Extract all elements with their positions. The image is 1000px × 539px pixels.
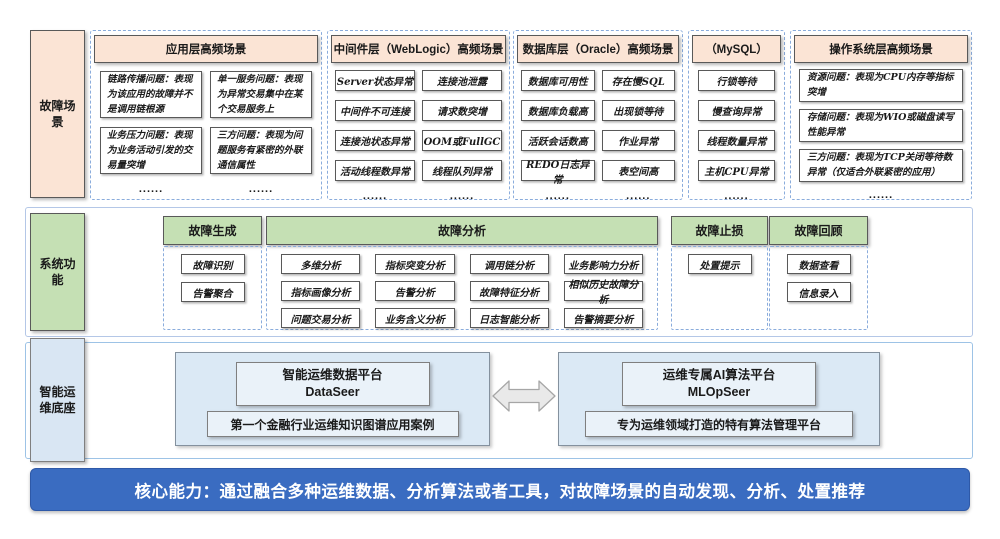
- ellipsis-text: ......: [362, 190, 388, 202]
- scenario-item: OOM或FullGC: [422, 130, 502, 151]
- platform-name: DataSeer: [305, 385, 360, 399]
- group-fault-review: 故障回顾 数据查看 信息录入: [769, 216, 868, 330]
- ellipsis-text: ......: [724, 190, 749, 202]
- scenario-item: 中间件不可连接: [335, 100, 415, 121]
- column-header-os-layer: 操作系统层高频场景: [794, 35, 968, 63]
- column-database-mysql: （MySQL） 行锁等待 慢查询异常 线程数量异常 主机CPU异常 ......: [688, 30, 785, 202]
- scenario-item: 线程队列异常: [422, 160, 502, 181]
- scenario-item: 存在慢SQL: [601, 70, 675, 91]
- function-item: 数据查看: [786, 254, 851, 274]
- scenario-item: 资源问题：表现为CPU内存等指标突增: [799, 69, 963, 102]
- scenario-item: 存储问题：表现为WIO或磁盘读写性能异常: [799, 109, 963, 142]
- scenario-item: 三方问题：表现为问题服务有紧密的外联通信属性: [210, 127, 312, 174]
- group-body: 故障识别 告警聚合: [163, 246, 262, 330]
- function-item: 业务影响力分析: [563, 254, 643, 274]
- column-middleware-items: Server状态异常 连接池泄露 中间件不可连接 请求数突增 连接池状态异常 O…: [328, 63, 509, 202]
- scenario-item: 活跃会话数高: [521, 130, 595, 151]
- scenario-item: 作业异常: [601, 130, 675, 151]
- group-body: 处置提示: [671, 246, 768, 330]
- double-arrow-icon: [492, 380, 556, 412]
- scenario-item: 连接池状态异常: [335, 130, 415, 151]
- scenario-item: 连接池泄露: [422, 70, 502, 91]
- scenario-item: 单一服务问题：表现为异常交易集中在某个交易服务上: [210, 71, 312, 118]
- platform-name: MLOpSeer: [687, 385, 751, 399]
- scenario-item: 慢查询异常: [698, 100, 775, 121]
- scenario-item: 请求数突增: [422, 100, 502, 121]
- group-header: 故障生成: [163, 216, 262, 245]
- scenario-item: 链路传播问题：表现为该应用的故障并不是调用链根源: [100, 71, 202, 118]
- scenario-item: 行锁等待: [698, 70, 775, 91]
- platform-subtitle: 第一个金融行业运维知识图谱应用案例: [206, 411, 459, 437]
- platform-mlopseer: 运维专属AI算法平台 MLOpSeer 专为运维领域打造的特有算法管理平台: [558, 352, 880, 446]
- function-item: 业务含义分析: [375, 308, 455, 328]
- function-item: 告警分析: [375, 281, 455, 301]
- column-header-app-layer: 应用层高频场景: [94, 35, 318, 63]
- ellipsis-text: ......: [868, 189, 894, 201]
- function-item: 故障识别: [180, 254, 245, 274]
- column-header-mysql: （MySQL）: [692, 35, 781, 63]
- platform-subtitle: 专为运维领域打造的特有算法管理平台: [585, 411, 853, 437]
- function-item: 故障特征分析: [469, 281, 549, 301]
- scenario-item: 线程数量异常: [698, 130, 775, 151]
- column-middleware-weblogic: 中间件层（WebLogic）高频场景 Server状态异常 连接池泄露 中间件不…: [327, 30, 510, 202]
- scenario-item: REDO日志异常: [521, 160, 595, 186]
- column-oracle-items: 数据库可用性 存在慢SQL 数据库负载高 出现锁等待 活跃会话数高 作业异常 R…: [514, 63, 682, 202]
- column-mysql-items: 行锁等待 慢查询异常 线程数量异常 主机CPU异常 ......: [689, 63, 784, 202]
- scenario-item: 主机CPU异常: [698, 160, 775, 181]
- band-label-platform-base: 智能运维底座: [30, 338, 85, 462]
- function-item: 信息录入: [786, 282, 851, 302]
- band-label-system-functions: 系统功能: [30, 213, 85, 331]
- group-fault-generation: 故障生成 故障识别 告警聚合: [163, 216, 262, 330]
- scenario-item: 数据库负载高: [521, 100, 595, 121]
- band-label-text: 故障场景: [39, 98, 76, 129]
- ellipsis-text: ......: [626, 190, 651, 202]
- platform-title: 运维专属AI算法平台: [662, 367, 776, 382]
- group-header: 故障分析: [266, 216, 658, 245]
- group-header: 故障止损: [671, 216, 768, 245]
- function-item: 调用链分析: [469, 254, 549, 274]
- function-item: 指标突变分析: [375, 254, 455, 274]
- ellipsis-text: ......: [545, 190, 570, 202]
- band-label-text: 系统功能: [39, 256, 76, 287]
- scenario-item: 表空间高: [601, 160, 675, 181]
- column-database-oracle: 数据库层（Oracle）高频场景 数据库可用性 存在慢SQL 数据库负载高 出现…: [513, 30, 683, 202]
- group-header: 故障回顾: [769, 216, 868, 245]
- platform-dataseer: 智能运维数据平台 DataSeer 第一个金融行业运维知识图谱应用案例: [175, 352, 490, 446]
- function-item: 告警聚合: [180, 282, 245, 302]
- function-item: 多维分析: [281, 254, 361, 274]
- function-item: 相似历史故障分析: [563, 280, 643, 306]
- scenario-item: 出现锁等待: [601, 100, 675, 121]
- scenario-item: 三方问题：表现为TCP关闭等待数异常（仅适合外联紧密的应用）: [799, 149, 963, 182]
- function-item: 日志智能分析: [469, 308, 549, 328]
- group-fault-mitigation: 故障止损 处置提示: [671, 216, 768, 330]
- band-label-text: 智能运维底座: [39, 384, 76, 415]
- ellipsis-text: ......: [138, 183, 164, 195]
- function-item: 告警摘要分析: [563, 308, 643, 328]
- group-body: 多维分析 指标突变分析 调用链分析 业务影响力分析 指标画像分析 告警分析 故障…: [266, 246, 658, 330]
- column-app-layer: 应用层高频场景 链路传播问题：表现为该应用的故障并不是调用链根源 单一服务问题：…: [90, 30, 322, 200]
- section-platform-base-frame: [25, 342, 973, 459]
- scenario-item: 活动线程数异常: [335, 160, 415, 181]
- function-item: 指标画像分析: [281, 281, 361, 301]
- core-capability-banner: 核心能力：通过融合多种运维数据、分析算法或者工具，对故障场景的自动发现、分析、处…: [30, 468, 970, 511]
- column-header-oracle: 数据库层（Oracle）高频场景: [517, 35, 679, 63]
- platform-title: 智能运维数据平台: [282, 367, 383, 382]
- function-item: 处置提示: [687, 254, 752, 274]
- column-app-items: 链路传播问题：表现为该应用的故障并不是调用链根源 单一服务问题：表现为异常交易集…: [91, 63, 321, 195]
- scenario-item: Server状态异常: [335, 70, 415, 91]
- band-label-fault-scenarios: 故障场景: [30, 30, 85, 198]
- function-item: 问题交易分析: [281, 308, 361, 328]
- column-os-items: 资源问题：表现为CPU内存等指标突增 存储问题：表现为WIO或磁盘读写性能异常 …: [791, 63, 971, 201]
- group-body: 数据查看 信息录入: [769, 246, 868, 330]
- group-fault-analysis: 故障分析 多维分析 指标突变分析 调用链分析 业务影响力分析 指标画像分析 告警…: [266, 216, 658, 330]
- section-system-functions-frame: [25, 207, 973, 337]
- platform-title-box: 运维专属AI算法平台 MLOpSeer: [622, 362, 816, 406]
- ellipsis-text: ......: [449, 190, 475, 202]
- scenario-item: 业务压力问题：表现为业务活动引发的交易量突增: [100, 127, 202, 174]
- ellipsis-text: ......: [248, 183, 274, 195]
- platform-title-box: 智能运维数据平台 DataSeer: [235, 362, 430, 406]
- scenario-item: 数据库可用性: [521, 70, 595, 91]
- column-header-middleware: 中间件层（WebLogic）高频场景: [331, 35, 506, 63]
- column-os-layer: 操作系统层高频场景 资源问题：表现为CPU内存等指标突增 存储问题：表现为WIO…: [790, 30, 972, 201]
